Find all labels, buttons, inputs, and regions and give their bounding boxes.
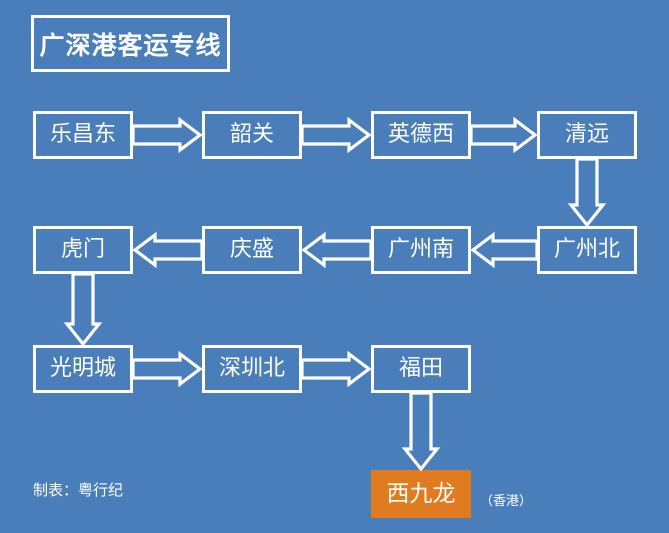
node-label: 庆盛 (229, 237, 274, 262)
node-label: 西九龙 (386, 480, 456, 507)
node-label: 广州南 (387, 237, 454, 262)
arrow-guangmingcheng-to-shenzhenbei (131, 350, 203, 388)
arrow-yingdexi-to-qingyuan (469, 116, 538, 154)
arrow-qingsheng-to-humen (132, 231, 204, 269)
node-xijiulong[interactable]: 西九龙 (371, 470, 471, 518)
arrow-futian-to-xijiulong (401, 391, 441, 472)
node-guangzhounan[interactable]: 广州南 (371, 226, 471, 274)
node-yingdexi[interactable]: 英德西 (371, 111, 471, 159)
hongkong-annotation: （香港） (480, 494, 533, 509)
arrow-humen-to-guangmingcheng (63, 272, 103, 347)
node-guangzhoubei[interactable]: 广州北 (537, 226, 637, 274)
node-label: 乐昌东 (49, 122, 116, 147)
node-shaoguan[interactable]: 韶关 (202, 111, 302, 159)
arrow-guangzhoubei-to-guangzhounan (470, 231, 539, 269)
node-label: 光明城 (49, 356, 116, 381)
arrow-lechangdong-to-shaoguan (131, 116, 203, 154)
node-qingyuan[interactable]: 清远 (537, 111, 637, 159)
arrow-shaoguan-to-yingdexi (300, 116, 372, 154)
node-qingsheng[interactable]: 庆盛 (202, 226, 302, 274)
node-label: 虎门 (60, 237, 105, 262)
node-shenzhenbei[interactable]: 深圳北 (202, 345, 302, 393)
node-futian[interactable]: 福田 (371, 345, 471, 393)
node-label: 英德西 (387, 122, 454, 147)
node-label: 清远 (564, 122, 609, 147)
node-guangmingcheng[interactable]: 光明城 (33, 345, 133, 393)
node-label: 广州北 (553, 237, 620, 262)
node-label: 深圳北 (218, 356, 285, 381)
credit-text: 制表：粤行纪 (33, 481, 124, 499)
arrow-shenzhenbei-to-futian (300, 350, 372, 388)
node-humen[interactable]: 虎门 (33, 226, 133, 274)
page-title: 广深港客运专线 (39, 30, 222, 60)
arrow-guangzhounan-to-qingsheng (301, 231, 373, 269)
node-label: 韶关 (229, 122, 274, 147)
arrow-qingyuan-to-guangzhoubei (567, 157, 607, 228)
node-lechangdong[interactable]: 乐昌东 (33, 111, 133, 159)
node-label: 福田 (398, 356, 443, 381)
diagram-title-box: 广深港客运专线 (31, 15, 230, 72)
